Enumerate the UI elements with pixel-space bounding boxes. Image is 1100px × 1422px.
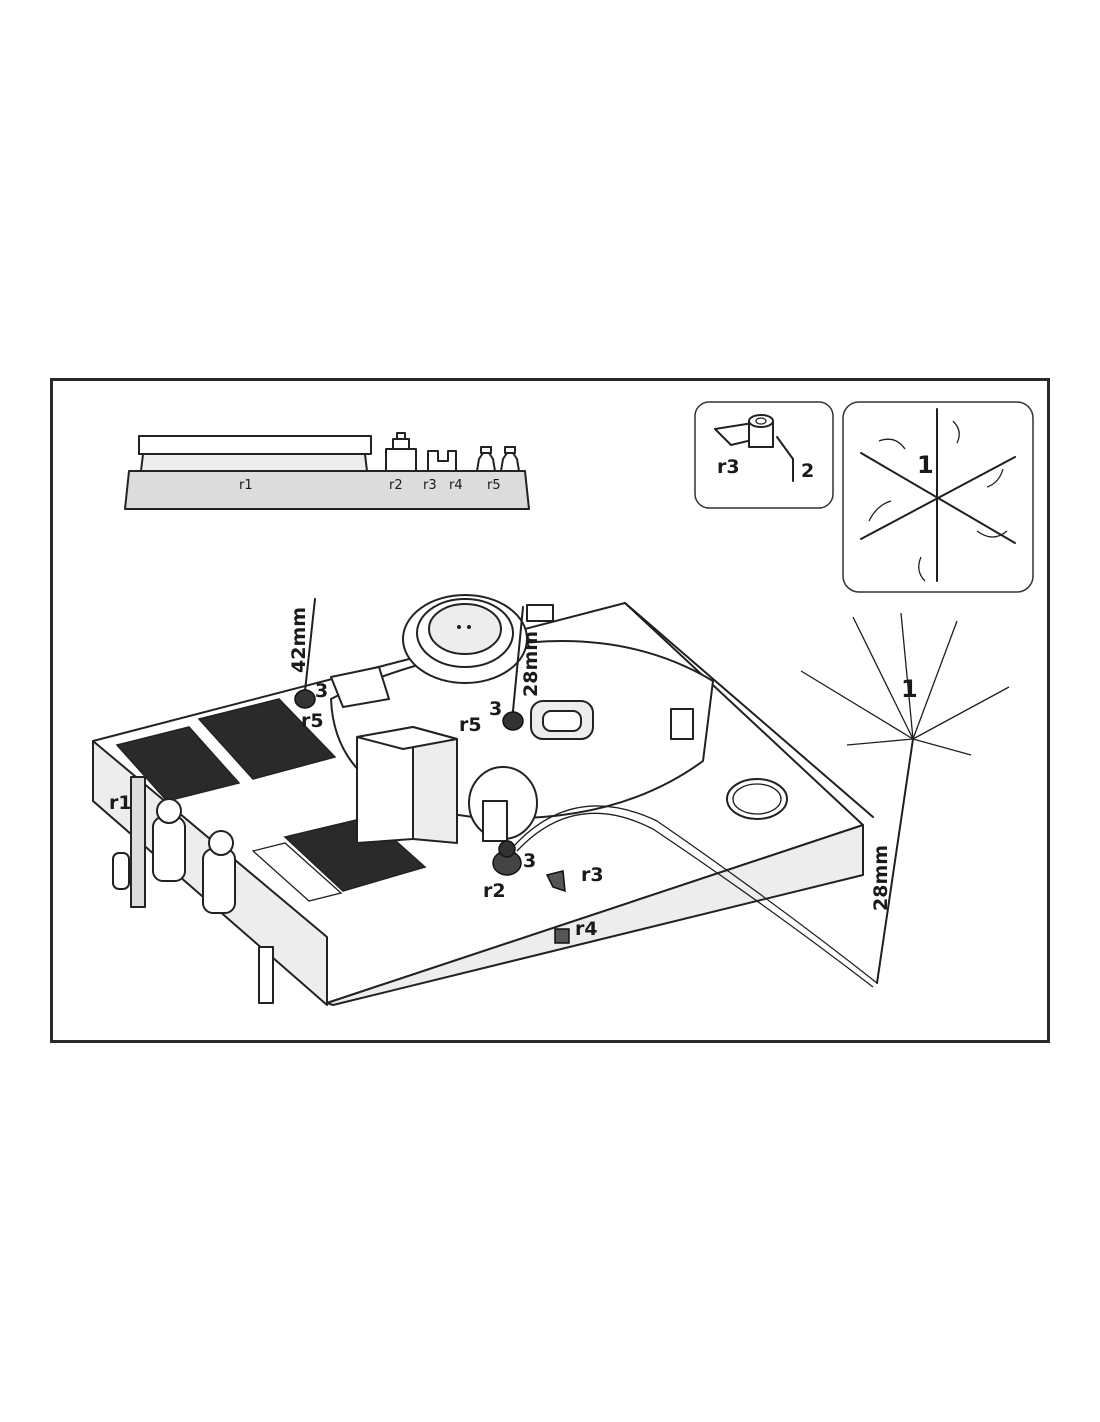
exhaust-pipe-r1 bbox=[130, 776, 146, 908]
sprue-label-r2: r2 bbox=[389, 478, 403, 493]
length-label-42mm: 42mm bbox=[288, 607, 310, 673]
inset-r3-pointer-arrow bbox=[776, 436, 794, 460]
antenna-turret bbox=[502, 606, 524, 731]
antenna-turret-base bbox=[502, 711, 524, 731]
sprue-label-r4: r4 bbox=[449, 478, 463, 493]
length-label-star-28mm: 28mm bbox=[870, 845, 892, 911]
rear-hook bbox=[258, 946, 274, 1004]
antenna-rear-rod bbox=[304, 598, 316, 692]
exhaust-muffler-left bbox=[152, 816, 186, 882]
hull-side-right bbox=[326, 824, 864, 1006]
callout-front-clip-r3: r3 bbox=[581, 864, 604, 886]
callout-hull-r4: r4 bbox=[575, 918, 598, 940]
deck-hatch-ring bbox=[726, 778, 788, 820]
callout-front-base-r2: r2 bbox=[483, 880, 506, 902]
star-spoke-3 bbox=[900, 612, 914, 740]
hull-part-r4 bbox=[554, 928, 570, 944]
antenna-rear-base bbox=[294, 689, 316, 709]
sprue-diagram: r1 r2 r3 r4 r5 bbox=[124, 432, 530, 510]
star-line-diag-2 bbox=[860, 456, 1016, 540]
grille-front-left bbox=[283, 816, 427, 892]
sprue-part-r5 bbox=[476, 446, 520, 472]
cupola-hatch bbox=[428, 603, 502, 655]
sprue-label-r3: r3 bbox=[423, 478, 437, 493]
tank-turret bbox=[330, 594, 714, 844]
hull-fender-edge bbox=[624, 602, 874, 818]
length-label-turret-28mm: 28mm bbox=[520, 631, 542, 697]
sprue-part-r2 bbox=[385, 432, 417, 472]
sprue-part-r1 bbox=[140, 453, 368, 472]
inset-r3-part-label: r3 bbox=[717, 456, 740, 478]
turret-box-left bbox=[330, 666, 390, 708]
star-spoke-7 bbox=[846, 738, 914, 746]
callout-rear-part-r5: r5 bbox=[301, 710, 324, 732]
exhaust-group bbox=[112, 776, 274, 1004]
star-spoke-4 bbox=[912, 620, 958, 740]
grille-rear-left bbox=[115, 726, 241, 802]
exhaust-muffler-right bbox=[202, 848, 236, 914]
antenna-rear bbox=[294, 598, 316, 709]
callout-turret-part-r5: r5 bbox=[459, 714, 482, 736]
tow-hook bbox=[112, 852, 130, 890]
antenna-star-mast bbox=[876, 738, 914, 984]
star-antenna-label: 1 bbox=[901, 675, 918, 703]
sprue-label-r5: r5 bbox=[487, 478, 501, 493]
antenna-turret-rod bbox=[512, 606, 524, 712]
sprue-part-r3-r4 bbox=[427, 450, 457, 471]
callout-exhaust-r1: r1 bbox=[109, 792, 132, 814]
star-spoke-5 bbox=[912, 686, 1010, 740]
inset-r3-wire-label: 2 bbox=[801, 460, 814, 482]
inset-r3-detail: r3 2 bbox=[694, 401, 834, 509]
assembly-diagram: r1 r2 r3 r4 r5 r3 2 1 bbox=[92, 401, 1034, 1006]
sprue-label-r1: r1 bbox=[239, 478, 253, 493]
deck-panel bbox=[251, 842, 343, 902]
callout-front-wire-3: 3 bbox=[523, 850, 536, 872]
antenna-clip-r3 bbox=[545, 870, 566, 893]
callout-turret-wire-3: 3 bbox=[489, 698, 502, 720]
hinge-bracket-top bbox=[526, 604, 554, 622]
star-spoke-2 bbox=[852, 616, 914, 740]
inset-star-label: 1 bbox=[917, 451, 934, 479]
star-spoke-1 bbox=[800, 670, 914, 740]
inset-bending-guide: 1 bbox=[842, 401, 1034, 593]
sprue-frame bbox=[124, 470, 530, 510]
antenna-front-cable bbox=[512, 805, 878, 984]
sprue-bar-r1 bbox=[138, 435, 372, 455]
antenna-front bbox=[492, 805, 878, 988]
grille-rear-right bbox=[197, 698, 337, 780]
callout-rear-wire-3: 3 bbox=[315, 680, 328, 702]
rotation-arrows bbox=[868, 420, 1008, 582]
star-spoke-6 bbox=[912, 738, 972, 756]
antenna-star bbox=[800, 612, 1010, 984]
hinge-bracket-right bbox=[670, 708, 694, 740]
instruction-frame: r1 r2 r3 r4 r5 r3 2 1 bbox=[50, 378, 1050, 1043]
